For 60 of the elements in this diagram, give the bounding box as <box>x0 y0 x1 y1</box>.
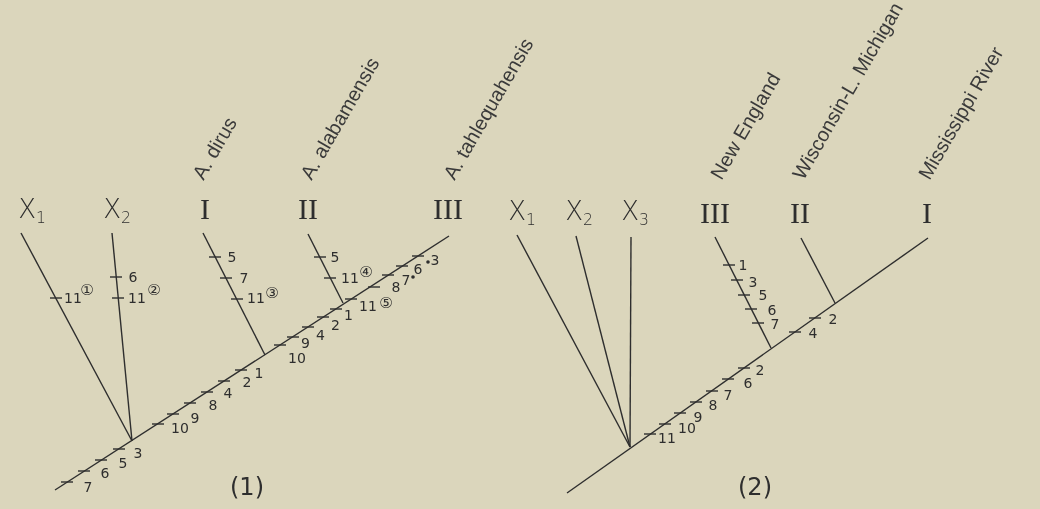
character-number: 4 <box>223 386 233 400</box>
character-number: 7 <box>770 317 780 331</box>
taxon-label: II <box>298 194 318 224</box>
character-number: 3 <box>133 446 143 460</box>
character-number: 5 <box>227 250 237 264</box>
taxon-label: X$_{1}$ <box>18 196 46 228</box>
character-number: 11 <box>658 431 676 445</box>
taxon-label: X$_{1}$ <box>508 198 536 230</box>
character-number: 7 <box>83 480 93 494</box>
character-number: 2 <box>755 363 765 377</box>
character-number: ② <box>147 282 161 298</box>
character-number: 1 <box>254 366 264 380</box>
character-number: 11 <box>341 271 359 285</box>
character-number: 1 <box>738 258 748 272</box>
taxon-label: III <box>433 194 463 224</box>
character-number: 4 <box>316 328 325 342</box>
character-number: 5 <box>330 250 340 264</box>
character-number: 10 <box>171 421 189 435</box>
character-number: 6 <box>413 262 423 276</box>
character-number: ③ <box>265 285 279 301</box>
taxon-label: I <box>200 194 210 224</box>
character-number: 3 <box>430 253 440 267</box>
character-number: 1 <box>344 308 353 322</box>
character-number: 5 <box>118 456 128 470</box>
character-number: 9 <box>190 411 200 425</box>
taxon-label: X$_{2}$ <box>565 198 593 230</box>
character-number: ④ <box>359 264 373 280</box>
character-number: 11 <box>64 291 82 305</box>
character-number: 7 <box>239 271 249 285</box>
character-number: 2 <box>331 318 340 332</box>
character-number: 6 <box>743 376 753 390</box>
character-number: 11 <box>247 291 265 305</box>
character-number: 7 <box>401 273 411 287</box>
character-number: 2 <box>828 312 838 326</box>
character-number: 10 <box>288 351 306 365</box>
character-number: ① <box>80 282 94 298</box>
character-number: 8 <box>708 398 718 412</box>
character-number: 6 <box>100 466 110 480</box>
character-number: 8 <box>391 280 401 294</box>
character-number: 10 <box>678 421 696 435</box>
panel-caption: (2) <box>738 475 772 499</box>
taxon-label: X$_{2}$ <box>103 196 131 228</box>
character-number: 3 <box>748 275 758 289</box>
character-number: 6 <box>767 303 777 317</box>
character-number: 5 <box>758 288 768 302</box>
character-number: 11 <box>359 299 377 313</box>
taxon-label: X$_{3}$ <box>621 198 649 230</box>
character-number: 8 <box>208 398 218 412</box>
character-number: ⑤ <box>379 295 393 311</box>
taxon-label: II <box>790 198 810 228</box>
taxon-label: I <box>922 198 932 228</box>
character-number: 9 <box>301 336 310 350</box>
character-number: 4 <box>808 326 818 340</box>
taxon-label: III <box>700 198 730 228</box>
character-number: 6 <box>128 270 138 284</box>
character-number: 9 <box>693 410 703 424</box>
character-number: 2 <box>242 375 252 389</box>
panel-caption: (1) <box>230 475 264 499</box>
character-number: 11 <box>128 291 146 305</box>
character-number: 7 <box>723 388 733 402</box>
